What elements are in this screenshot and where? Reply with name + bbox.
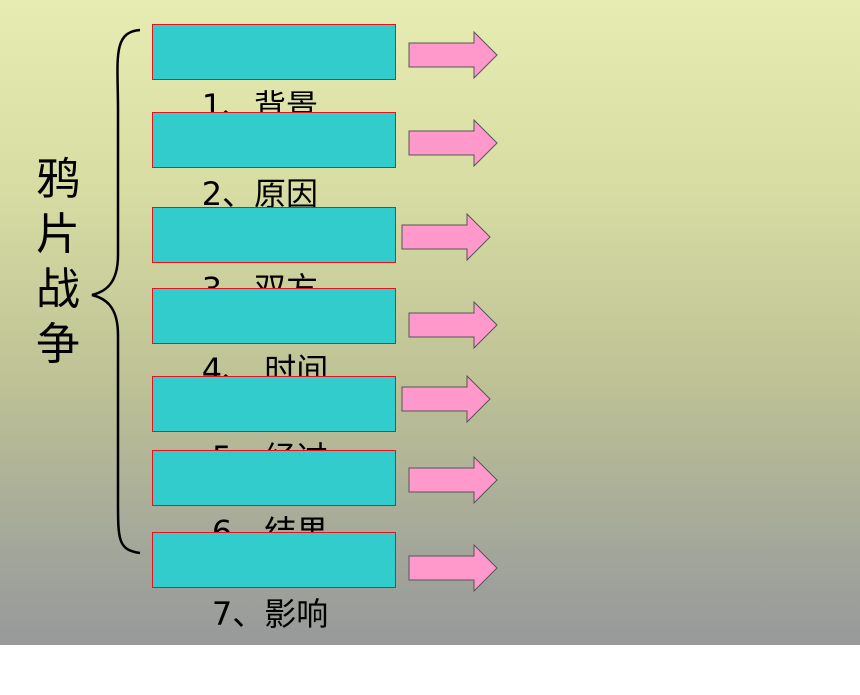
right-arrow-icon xyxy=(408,456,498,505)
title-char-4: 争 xyxy=(36,319,80,370)
box-background: 1、背景 xyxy=(152,24,396,125)
right-arrow-icon xyxy=(408,31,498,80)
right-arrow-icon xyxy=(408,544,498,593)
box-impact: 7、影响 xyxy=(152,532,396,633)
box-cause: 2、原因 xyxy=(152,112,396,213)
right-arrow-icon xyxy=(401,375,491,424)
slide-title: 鸦 片 战 争 xyxy=(28,152,88,372)
slide: 鸦 片 战 争 1、背景 2、原因 3、双方 4、 时间 5、经过 6、结果 7… xyxy=(0,0,860,645)
title-char-3: 战 xyxy=(36,264,80,315)
curly-brace xyxy=(91,28,141,555)
right-arrow-icon xyxy=(408,301,498,350)
box-process: 5、经过 xyxy=(152,376,396,477)
box-label-cause: 2、原因 xyxy=(201,175,319,213)
box-time: 4、 时间 xyxy=(152,288,396,389)
box-label-impact: 7、影响 xyxy=(201,595,329,633)
right-arrow-icon xyxy=(401,213,491,262)
box-parties: 3、双方 xyxy=(152,207,396,308)
title-char-2: 片 xyxy=(36,209,80,260)
title-char-1: 鸦 xyxy=(36,154,80,205)
right-arrow-icon xyxy=(408,119,498,168)
box-result: 6、结果 xyxy=(152,450,396,551)
